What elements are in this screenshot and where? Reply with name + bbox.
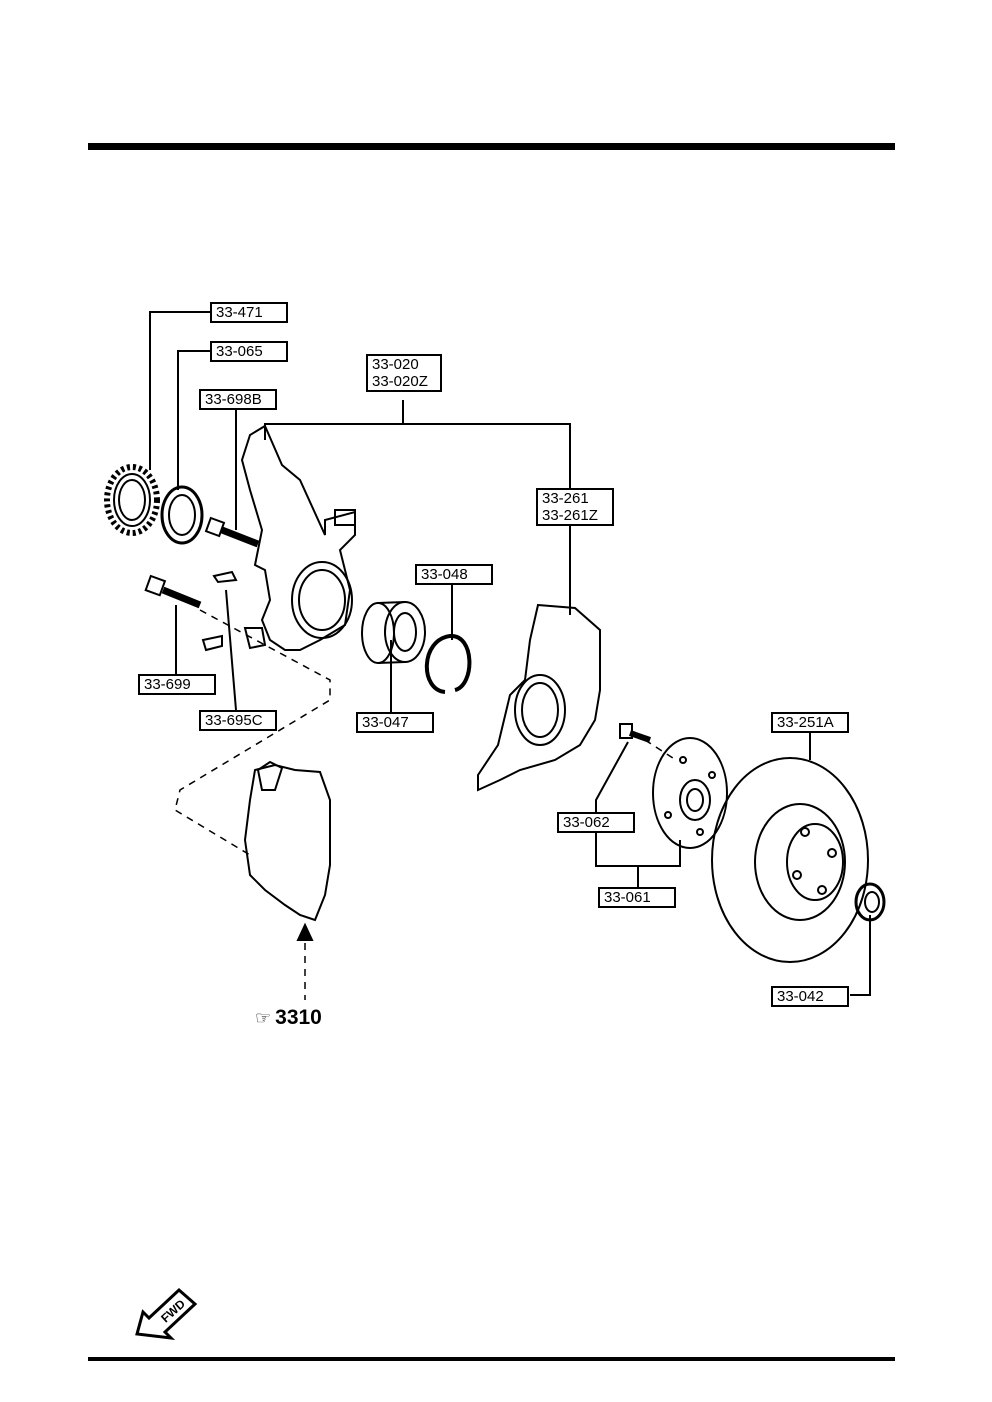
reference-number: 3310 (275, 1006, 322, 1029)
dust-shield-part (477, 603, 601, 792)
part-number-alt: 33-020Z (372, 373, 428, 390)
label-33-062: 33-062 (557, 812, 635, 833)
brake-caliper-part (243, 760, 331, 922)
label-33-020: 33-020 33-020Z (366, 354, 442, 392)
part-number: 33-698B (205, 391, 262, 408)
label-33-042: 33-042 (771, 986, 849, 1007)
section-reference[interactable]: ☞3310 (255, 1006, 322, 1030)
label-33-048: 33-048 (415, 564, 493, 585)
wheel-hub-part (652, 737, 728, 849)
part-number: 33-065 (216, 343, 263, 360)
part-number: 33-471 (216, 304, 263, 321)
leader-lines (149, 311, 871, 996)
assembly-dashes (174, 609, 677, 1000)
part-number: 33-042 (777, 988, 824, 1005)
part-number: 33-699 (144, 676, 191, 693)
label-33-699: 33-699 (138, 674, 216, 695)
bolt-part-lower (144, 574, 202, 609)
snap-ring-part (424, 634, 472, 694)
footer-rule (88, 1357, 895, 1361)
bolt-part-upper (204, 516, 260, 548)
label-33-251a: 33-251A (771, 712, 849, 733)
label-33-065: 33-065 (210, 341, 288, 362)
pad-clip-part (201, 634, 223, 652)
part-number: 33-061 (604, 889, 651, 906)
header-rule (88, 143, 895, 150)
clip-part (212, 570, 238, 584)
brake-disc-part (711, 757, 869, 963)
part-number: 33-062 (563, 814, 610, 831)
label-33-695c: 33-695C (199, 710, 277, 731)
knuckle-part (240, 424, 356, 651)
label-33-061: 33-061 (598, 887, 676, 908)
forward-arrow-icon: FWD (135, 1287, 198, 1340)
part-number: 33-047 (362, 714, 409, 731)
part-number: 33-695C (205, 712, 263, 729)
part-number: 33-020 (372, 356, 419, 373)
part-number: 33-048 (421, 566, 468, 583)
label-33-047: 33-047 (356, 712, 434, 733)
part-number: 33-251A (777, 714, 834, 731)
hub-bolt-part (619, 723, 651, 743)
part-number-alt: 33-261Z (542, 507, 598, 524)
tone-ring-part (104, 464, 160, 536)
seal-part (160, 485, 204, 545)
label-33-698b: 33-698B (199, 389, 277, 410)
hub-nut-part (854, 882, 886, 922)
wheel-bearing-part (361, 601, 426, 664)
reference-arrow-icon: ☞ (255, 1008, 272, 1028)
reference-pointer-icon (296, 922, 314, 941)
label-33-471: 33-471 (210, 302, 288, 323)
part-number: 33-261 (542, 490, 589, 507)
label-33-261: 33-261 33-261Z (536, 488, 614, 526)
